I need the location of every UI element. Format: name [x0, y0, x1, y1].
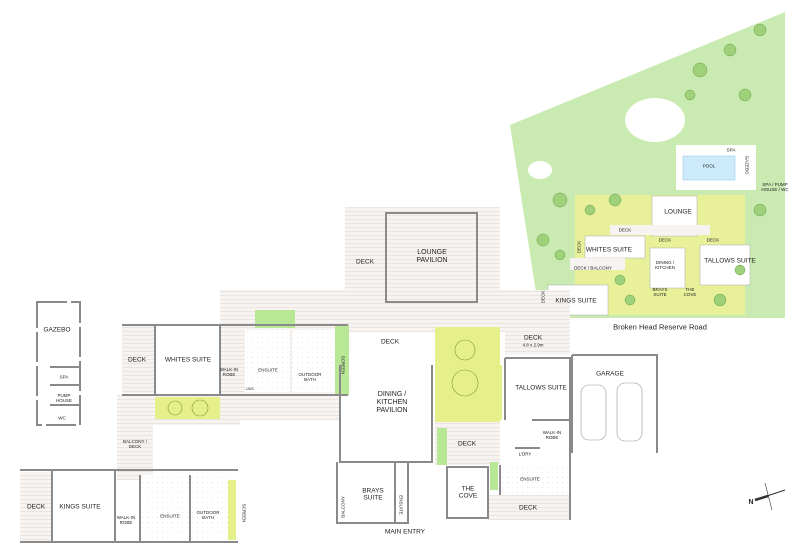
- screen-label: SCREEN: [241, 503, 247, 523]
- site-deck-label: DECK: [618, 227, 632, 233]
- deck-label: DECK: [127, 356, 147, 364]
- deck-size-label: 4.8 x 2.9m: [522, 342, 544, 348]
- wc-label: WC: [58, 415, 66, 421]
- site-spa-label: SPA: [726, 147, 736, 153]
- balcony-label: BALCONY: [340, 496, 346, 518]
- laundry-label: L'DRY: [518, 451, 532, 457]
- site-deck-label: DECK: [706, 237, 720, 243]
- deck-label: DECK: [457, 440, 477, 448]
- road-label: Broken Head Reserve Road: [613, 322, 707, 332]
- site-pool: [682, 155, 736, 181]
- site-whites-suite-label: WHITES SUITE: [585, 246, 633, 254]
- wet-areas: [140, 330, 570, 540]
- ensuite-label: ENSUITE: [258, 367, 278, 373]
- north-arrow-icon: [754, 482, 786, 511]
- deck-label: DECK: [380, 338, 400, 346]
- planting: [155, 310, 502, 540]
- ensuite-label: ENSUITE: [520, 476, 540, 482]
- the-cove-label: THE COVE: [458, 485, 478, 500]
- outdoor-bath-label: OUTDOOR BATH: [298, 371, 322, 382]
- site-gazebo-label: GAZEBO: [744, 155, 750, 175]
- screen-label: SCREEN: [340, 355, 346, 375]
- whites-suite-label: WHITES SUITE: [164, 356, 212, 364]
- kings-suite-label: KINGS SUITE: [59, 503, 101, 511]
- spa-label: SPA: [59, 374, 69, 380]
- pump-house-label: PUMP HOUSE: [55, 392, 72, 403]
- tallows-suite-label: TALLOWS SUITE: [515, 384, 567, 392]
- site-lounge-label: LOUNGE: [664, 208, 692, 216]
- deck-label: DECK: [523, 334, 543, 342]
- walls: [20, 212, 658, 543]
- garage-label: GARAGE: [596, 370, 624, 378]
- walk-in-robe-label: WALK-IN ROBE: [219, 366, 239, 377]
- lounge-pavilion-label: LOUNGE PAVILION: [416, 248, 448, 264]
- dining-kitchen-label: DINING / KITCHEN PAVILION: [376, 390, 408, 415]
- ensuite-label: ENSUITE: [160, 513, 180, 519]
- walk-in-robe-label: WALK-IN ROBE: [542, 429, 562, 440]
- site-pool-label: POOL: [702, 163, 716, 169]
- north-label: N: [748, 498, 754, 506]
- site-tallows-suite-label: TALLOWS SUITE: [704, 257, 756, 265]
- garage-cars: [580, 382, 643, 442]
- site-deck-label: DECK: [576, 240, 582, 254]
- deck-label: DECK: [26, 503, 46, 511]
- walk-in-robe-label: WALK-IN ROBE: [116, 514, 136, 525]
- ensuite-label: ENSUITE: [398, 495, 404, 515]
- site-kings-suite-label: KINGS SUITE: [555, 297, 597, 305]
- gazebo-label: GAZEBO: [43, 326, 71, 334]
- site-spa-pump-wc-label: SPA / PUMP HOUSE / WC: [761, 181, 789, 192]
- lwc-label: L/WC: [245, 386, 255, 391]
- site-brays-suite-label: BRAYS SUITE: [652, 286, 668, 297]
- site-dining-kitchen-label: DINING / KITCHEN: [655, 259, 675, 270]
- deck-label: DECK: [518, 504, 538, 512]
- site-deck-label: DECK: [658, 237, 672, 243]
- outdoor-bath-label: OUTDOOR BATH: [196, 509, 220, 520]
- site-plan: [510, 12, 785, 318]
- site-the-cove-label: THE COVE: [683, 286, 697, 297]
- deck-label: DECK: [355, 258, 375, 266]
- main-entry-label: MAIN ENTRY: [385, 528, 425, 536]
- balcony-deck-label: BALCONY / DECK: [123, 438, 147, 449]
- brays-suite-label: BRAYS SUITE: [362, 487, 384, 502]
- site-deck-balcony-label: DECK / BALCONY: [574, 265, 612, 271]
- site-deck-label: DECK: [540, 290, 546, 304]
